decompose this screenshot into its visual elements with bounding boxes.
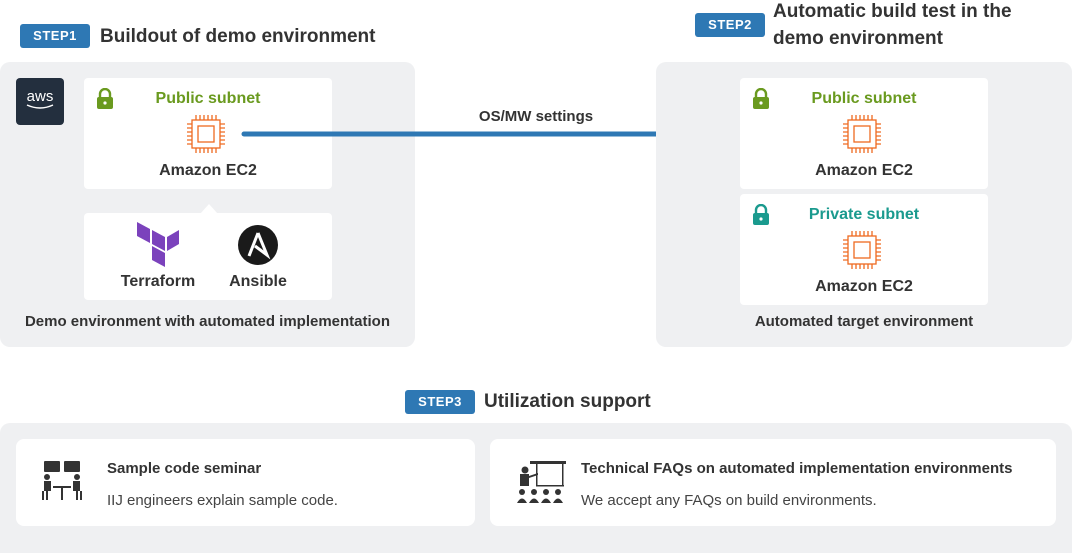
step2-title-line1: Automatic build test in the [773, 1, 1012, 22]
service-label: Amazon EC2 [815, 162, 913, 179]
item-title: Technical FAQs on automated implementati… [581, 460, 1013, 477]
ec2-chip-icon [842, 230, 882, 270]
utilization-panel: Sample code seminar IIJ engineers explai… [0, 423, 1072, 553]
public-subnet-card: Public subnet Amazon EC2 [740, 78, 988, 189]
faq-card: Technical FAQs on automated implementati… [490, 439, 1056, 526]
terraform-label: Terraform [120, 273, 196, 290]
step2-caption: Automated target environment [754, 313, 974, 330]
step1-title: Buildout of demo environment [100, 26, 376, 47]
step3-title: Utilization support [484, 391, 651, 412]
service-label: Amazon EC2 [159, 162, 257, 179]
private-subnet-card: Private subnet Amazon EC2 [740, 194, 988, 305]
item-title: Sample code seminar [107, 460, 262, 477]
terraform-icon [137, 222, 179, 267]
service-label: Amazon EC2 [815, 278, 913, 295]
presentation-icon [517, 461, 566, 503]
subnet-label: Public subnet [155, 90, 261, 107]
subnet-label: Private subnet [808, 206, 920, 223]
step1-badge: STEP1 [20, 24, 90, 48]
ec2-chip-icon [842, 114, 882, 154]
step1-caption: Demo environment with automated implemen… [24, 313, 391, 330]
item-desc: IIJ engineers explain sample code. [107, 492, 338, 509]
tools-card: Terraform Ansible [84, 213, 332, 300]
step2-title-line2: demo environment [773, 28, 943, 49]
ansible-label: Ansible [229, 273, 287, 290]
meeting-icon [42, 461, 82, 500]
seminar-card: Sample code seminar IIJ engineers explai… [16, 439, 475, 526]
ansible-icon [238, 225, 278, 265]
item-desc: We accept any FAQs on build environments… [581, 492, 877, 509]
notch [200, 204, 218, 214]
subnet-label: Public subnet [811, 90, 917, 107]
arrow-label: OS/MW settings [478, 108, 594, 125]
target-environment-panel: Public subnet Amazon EC2 Private subnet … [656, 62, 1072, 347]
step2-badge: STEP2 [695, 13, 765, 37]
step3-badge: STEP3 [405, 390, 475, 414]
aws-logo: aws [16, 78, 64, 125]
